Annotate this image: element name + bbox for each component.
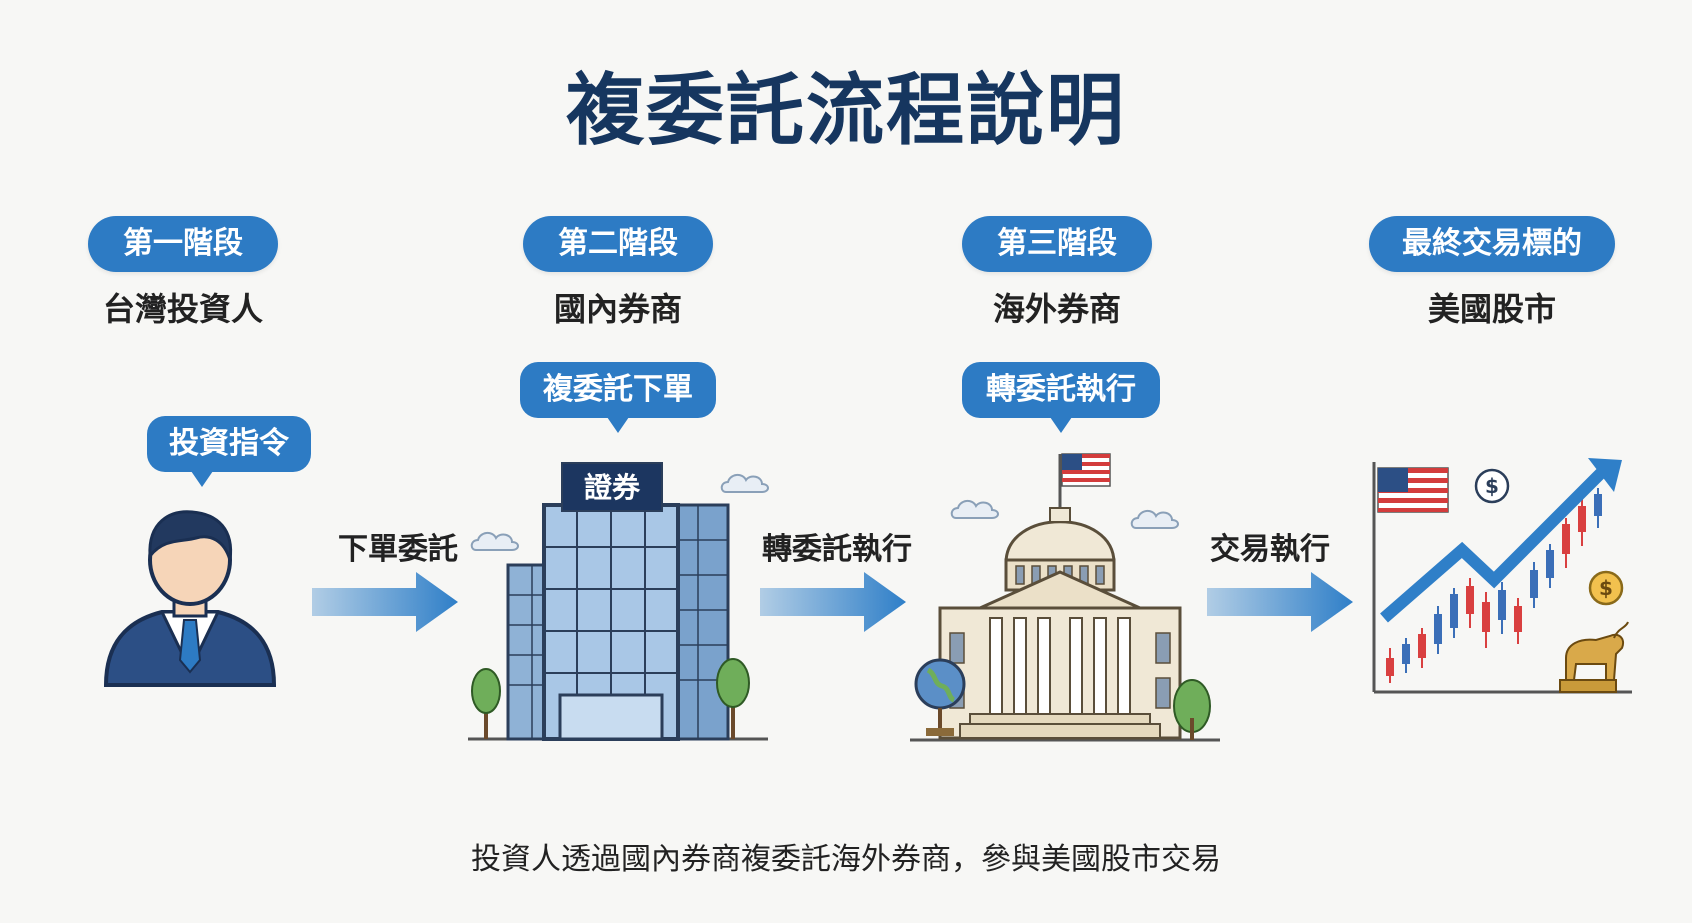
stage-2-name: 國內券商 bbox=[553, 290, 682, 328]
arrow-label-1: 下單委託 bbox=[338, 532, 458, 567]
investor-bubble: 投資指令 bbox=[147, 416, 311, 487]
tree-icon bbox=[471, 658, 750, 739]
arrow-label-3: 交易執行 bbox=[1210, 532, 1330, 567]
dollar-coin-icon: $ $ bbox=[1474, 468, 1624, 606]
arrow-label-2: 轉委託執行 bbox=[762, 532, 912, 567]
page-title: 複委託流程說明 bbox=[565, 66, 1126, 156]
stage-1-badge: 第一階段 bbox=[88, 216, 278, 272]
stock-chart-icon: $ $ bbox=[1372, 458, 1632, 694]
overseas-broker-bubble: 轉委託執行 bbox=[962, 362, 1160, 433]
cloud-icon bbox=[950, 500, 999, 519]
stage-3-badge: 第三階段 bbox=[962, 216, 1152, 272]
flow-arrow-3 bbox=[1207, 572, 1353, 632]
bull-statue-icon bbox=[1559, 621, 1629, 693]
flow-arrow-1 bbox=[312, 572, 458, 632]
capitol-building-icon bbox=[910, 453, 1220, 742]
globe-icon bbox=[914, 658, 966, 736]
domestic-broker-bubble: 複委託下單 bbox=[520, 362, 716, 433]
footer-caption: 投資人透過國內券商複委託海外券商，參與美國股市交易 bbox=[471, 842, 1221, 877]
svg-text:$: $ bbox=[1485, 474, 1499, 498]
stage-2-badge: 第二階段 bbox=[523, 216, 713, 272]
stage-1-name: 台灣投資人 bbox=[102, 290, 263, 328]
final-target-badge: 最終交易標的 bbox=[1369, 216, 1615, 272]
investor-icon bbox=[103, 510, 277, 687]
flow-arrow-2 bbox=[760, 572, 906, 632]
cloud-icon bbox=[470, 532, 519, 551]
stage-3-name: 海外券商 bbox=[992, 290, 1121, 328]
us-flag-icon bbox=[1061, 453, 1111, 487]
building-sign-text: 證券 bbox=[584, 471, 641, 504]
svg-text:$: $ bbox=[1599, 576, 1613, 600]
cloud-icon bbox=[1130, 510, 1179, 529]
office-building-icon: 證券 bbox=[468, 462, 768, 741]
cloud-icon bbox=[720, 474, 769, 493]
us-flag-icon bbox=[1377, 467, 1449, 513]
stage-4-name: 美國股市 bbox=[1427, 290, 1556, 328]
